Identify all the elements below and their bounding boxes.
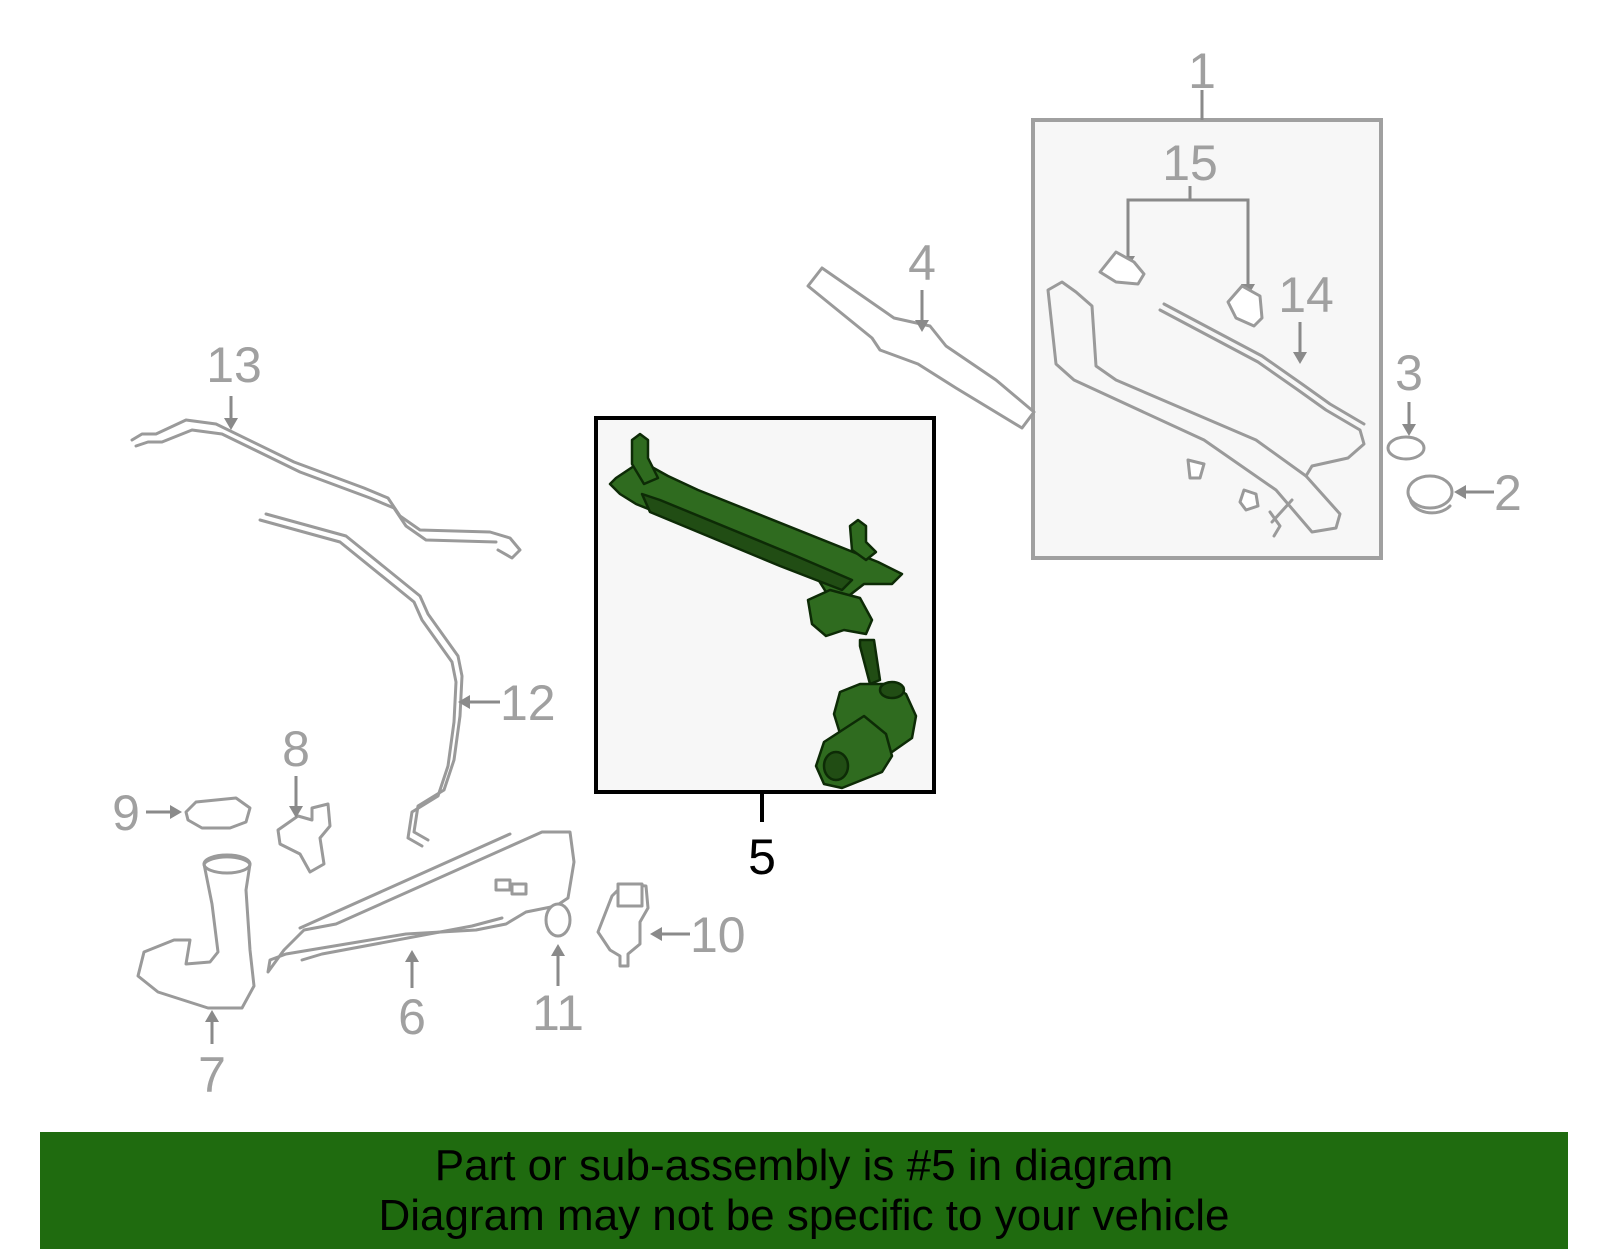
washer-reservoir-6[interactable] bbox=[266, 830, 576, 988]
clip-left bbox=[1098, 250, 1146, 286]
callout-14: 14 bbox=[1278, 267, 1334, 323]
wiper-motor-linkage-group[interactable] bbox=[594, 416, 936, 822]
banner-line-2: Diagram may not be specific to your vehi… bbox=[378, 1190, 1230, 1240]
banner-line-1: Part or sub-assembly is #5 in diagram bbox=[434, 1140, 1174, 1190]
wiper-motor-linkage bbox=[608, 432, 918, 790]
grommet-11[interactable] bbox=[544, 902, 572, 986]
callout-13: 13 bbox=[206, 337, 262, 393]
callout-4: 4 bbox=[908, 235, 936, 291]
callout-12: 12 bbox=[500, 675, 556, 731]
callout-11: 11 bbox=[532, 985, 584, 1041]
callout-6: 6 bbox=[398, 989, 426, 1045]
callout-9: 9 bbox=[112, 785, 140, 841]
wiper-arm-assembly-group[interactable] bbox=[1031, 90, 1383, 560]
wiper-arm bbox=[1046, 280, 1342, 534]
callout-15: 15 bbox=[1162, 135, 1218, 191]
callout-1: 1 bbox=[1188, 43, 1216, 99]
nut-and-cap[interactable] bbox=[1386, 402, 1494, 515]
callout-7: 7 bbox=[198, 1047, 226, 1103]
washer-hose-13[interactable] bbox=[130, 396, 522, 560]
callout-5: 5 bbox=[748, 829, 776, 885]
cowl-panel[interactable] bbox=[806, 266, 1036, 430]
filler-neck-7[interactable] bbox=[136, 853, 256, 1044]
callout-2: 2 bbox=[1494, 465, 1522, 521]
callout-10: 10 bbox=[690, 907, 746, 963]
nut bbox=[1386, 435, 1426, 461]
info-banner: Part or sub-assembly is #5 in diagram Di… bbox=[40, 1132, 1568, 1249]
bracket-8[interactable] bbox=[276, 776, 332, 874]
washer-hose bbox=[1158, 308, 1366, 478]
callout-3: 3 bbox=[1395, 345, 1423, 401]
cap bbox=[1406, 474, 1454, 510]
callout-8: 8 bbox=[282, 721, 310, 777]
reservoir-cap-9[interactable] bbox=[146, 796, 252, 830]
washer-pump-10[interactable] bbox=[596, 882, 690, 968]
washer-hose-12[interactable] bbox=[258, 512, 500, 848]
clip-right bbox=[1226, 284, 1264, 328]
group-box-1 bbox=[1031, 118, 1383, 560]
